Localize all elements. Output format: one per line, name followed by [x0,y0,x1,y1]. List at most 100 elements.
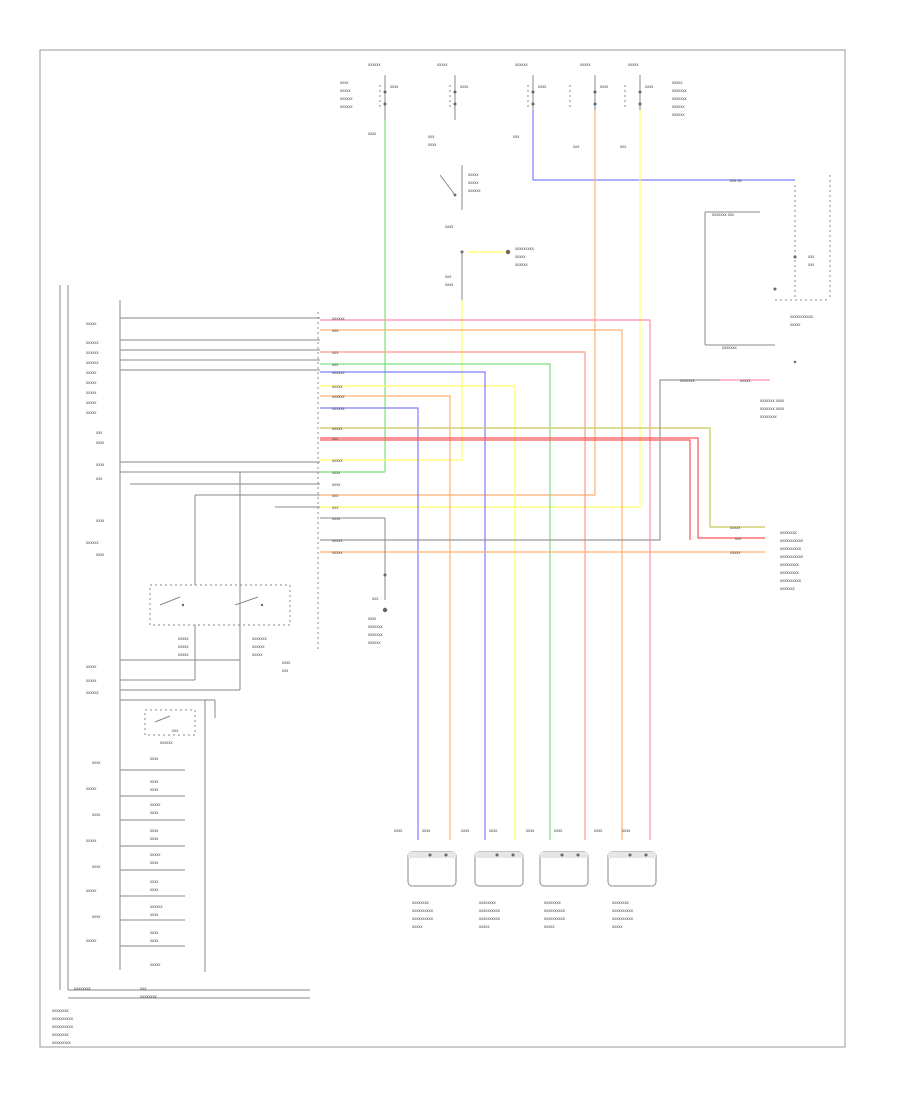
switch-block-labels: xxxx xxxx xxxx xxxxx xxxx xxxx xxxx xxxx… [150,756,163,967]
wire-yellow-top [320,110,641,508]
svg-text:xxxxx: xxxxx [86,410,97,415]
svg-text:xxxxxxx: xxxxxxx [368,632,384,637]
svg-text:xxxxx: xxxxx [86,888,97,893]
svg-text:xxxx: xxxx [445,224,454,229]
svg-text:xxxxxxxxx: xxxxxxxxx [780,562,800,567]
svg-text:xxxxx: xxxxx [740,378,751,383]
svg-text:xxxxx: xxxxx [86,938,97,943]
svg-text:xxxxxxx: xxxxxxx [722,345,738,350]
fuse-source-2: xxxxx xxxx xxx xxxx [428,62,469,147]
svg-text:xxxx: xxxx [332,470,341,475]
svg-text:xxxx: xxxx [150,810,159,815]
svg-text:xxxxxxx: xxxxxxx [672,88,688,93]
svg-text:xxxxxxxxxx: xxxxxxxxxx [780,546,802,551]
svg-text:xxxxx: xxxxx [178,644,189,649]
svg-text:xxx xx: xxx xx [730,178,743,183]
svg-text:xxxxx: xxxxx [340,88,351,93]
svg-text:xxxxxx: xxxxxx [468,188,481,193]
svg-text:xxxxxxxx: xxxxxxxx [760,414,778,419]
wire-yellow-bus [320,385,516,840]
control-unit-pin-labels: xxxxx xxxxxx xxxxxx xxxxxx xxxxx xxxxx x… [86,321,105,943]
svg-text:xxx: xxx [140,986,147,991]
svg-text:xxxxxxx: xxxxxxx [780,586,796,591]
svg-text:xxx: xxx [808,254,815,259]
svg-text:xxxx: xxxx [340,80,349,85]
motor-unit-label: xxxxxxxx [412,900,430,905]
svg-text:xxx: xxx [620,144,627,149]
svg-text:xxx: xxx [96,476,103,481]
svg-text:xxxxxx: xxxxxx [368,62,381,67]
svg-text:xxxxx: xxxxx [150,852,161,857]
wire-orange-bus-2 [320,395,451,840]
svg-text:xxxx: xxxx [150,779,159,784]
wire-blue-meter [532,110,795,181]
svg-text:xxxxxxx: xxxxxxx [368,624,384,629]
svg-text:xxxx: xxxx [96,552,105,557]
svg-text:xxxxxx: xxxxxx [332,394,345,399]
svg-text:xxxxx: xxxxx [515,254,526,259]
svg-text:xxxxxxxxxxx: xxxxxxxxxxx [780,554,804,559]
svg-text:xxxxxxx: xxxxxxx [680,378,696,383]
svg-text:xxxxxx: xxxxxx [672,112,685,117]
svg-text:xxxxx: xxxxx [332,426,343,431]
svg-text:xxxxxxxxxxx: xxxxxxxxxxx [780,538,804,543]
motor-wire-tag: xxxx [422,828,431,833]
fuse-source-5: xxxxx xxxx xxxxx xxxxxxx xxxxxxx xxxxxx … [620,62,688,149]
svg-text:xxx: xxx [513,134,520,139]
svg-text:xxxx: xxxx [150,828,159,833]
svg-text:xxxxxx: xxxxxx [86,360,99,365]
svg-text:xxxx: xxxx [150,787,159,792]
svg-text:xxxxxxxxx: xxxxxxxxx [515,246,535,251]
svg-text:xxxxx: xxxxx [86,390,97,395]
svg-text:xxxx: xxxx [445,282,454,287]
svg-text:xxxxxx: xxxxxx [150,904,163,909]
svg-text:xxxx: xxxx [96,462,105,467]
switch-block: xxx xxxxxx xxxx xxxx xxxx xxxxx xxxx xxx… [52,700,310,1045]
motor-unit-label: xxxxx [412,924,423,929]
svg-text:xxxxxx: xxxxxx [86,340,99,345]
svg-text:xxxxx: xxxxx [86,786,97,791]
motor-unit-label: xxxxx [479,924,490,929]
svg-text:xxxxxx: xxxxxx [368,640,381,645]
control-unit: xxxxx xxxxxx xxxxxx xxxxxx xxxxx xxxxx x… [59,285,385,990]
svg-text:xxxxx: xxxxx [730,550,741,555]
diagram-border [39,49,846,1048]
motor-wire-tag: xxxx [594,828,603,833]
wire-red-2 [320,439,691,540]
relay-assembly: xxxxx xxxxx xxxxx xxxxxxx xxxxxx xxxxx x… [120,472,291,718]
svg-text:xxxxxx: xxxxxx [340,104,353,109]
svg-text:xxxxxx: xxxxxx [86,350,99,355]
svg-text:xxxxx: xxxxx [150,802,161,807]
svg-text:xxx: xxx [332,328,339,333]
wire-pink-bus [320,319,651,840]
svg-text:xxx: xxx [332,505,339,510]
motor-unit-label: xxxxxxxxxx [412,908,434,913]
svg-text:xxxxxx: xxxxxx [672,104,685,109]
svg-text:xxxx: xxxx [150,912,159,917]
svg-text:xxxxx: xxxxx [437,62,448,67]
brake-switch: xxxxx xxxxx xxxxxx xxxx xxxxxxxxx xxxxx … [439,165,535,300]
svg-text:xxxx: xxxx [332,482,341,487]
svg-text:xxxxx: xxxxx [86,664,97,669]
control-unit-pin-lines [120,317,385,519]
svg-text:xxxxxx: xxxxxx [340,96,353,101]
svg-text:xxxxx: xxxxx [86,321,97,326]
svg-text:xxxxxxx xxx: xxxxxxx xxx [712,212,735,217]
motor-unit-label: xxxxxxxx [479,900,497,905]
svg-text:xxxxxxxxxx: xxxxxxxxxx [780,578,802,583]
svg-text:xxxxx: xxxxx [86,838,97,843]
svg-text:xxxx: xxxx [150,887,159,892]
svg-text:xxxxx: xxxxx [580,62,591,67]
svg-text:xxxx: xxxx [332,516,341,521]
motor-unit-label: xxxxx [612,924,623,929]
svg-text:xxxxxx: xxxxxx [332,316,345,321]
svg-text:xxxxx: xxxxx [790,322,801,327]
wire-yellow-brake [320,300,463,461]
svg-text:xxxxxx: xxxxxx [86,690,99,695]
svg-text:xxx: xxx [428,134,435,139]
svg-text:xxxxx: xxxxx [332,384,343,389]
